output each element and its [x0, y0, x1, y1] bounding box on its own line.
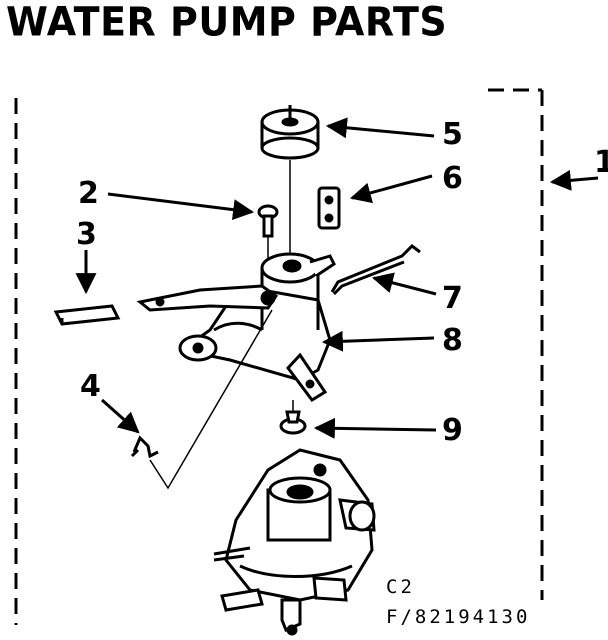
callout-3: 3 [76, 217, 97, 252]
callout-2: 2 [78, 176, 99, 211]
screw-part [257, 204, 279, 262]
callout-4: 4 [80, 369, 101, 404]
callout-6: 6 [442, 161, 463, 196]
callout-8: 8 [442, 323, 463, 358]
pump-body-part [213, 448, 376, 636]
pulley-part [260, 105, 320, 255]
pad-part [53, 304, 121, 326]
callout-7: 7 [442, 281, 463, 316]
spring-clip-part [130, 435, 159, 459]
bracket-assembly-part [136, 252, 336, 402]
leader-line [149, 309, 273, 490]
assembly-boundary [14, 88, 544, 625]
callout-5: 5 [442, 117, 463, 152]
spring-part [330, 244, 421, 296]
clip-part [317, 186, 341, 230]
callout-1: 1 [594, 145, 608, 180]
drawing-code: C2 [386, 576, 415, 598]
washer-part [279, 400, 307, 435]
page-title: WATER PUMP PARTS [6, 0, 448, 46]
callout-9: 9 [442, 413, 463, 448]
part-number: F/82194130 [386, 606, 531, 628]
callout-arrows [75, 117, 599, 439]
